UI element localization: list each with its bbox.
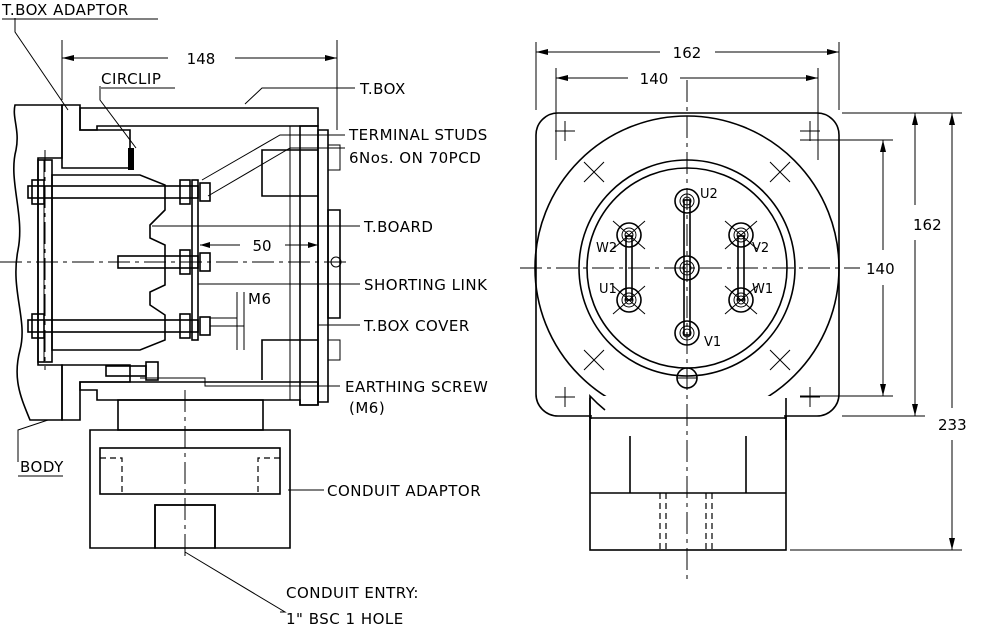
- dim-link-spacing: 50: [252, 237, 271, 255]
- tbox-wall-right: [299, 125, 319, 406]
- terminal-v1: [674, 320, 700, 346]
- label-conduit-entry-detail: 1" BSC 1 HOLE: [286, 610, 404, 628]
- terminal-label-u1: U1: [599, 282, 617, 297]
- dim-front-outer-height: 162: [913, 216, 942, 234]
- terminal-board-section: [51, 174, 166, 351]
- label-body: BODY: [20, 458, 64, 476]
- dim-front-inner-height: 140: [866, 260, 895, 278]
- terminal-stud-bottom: [27, 313, 211, 339]
- label-tbox: T.BOX: [359, 80, 406, 98]
- dim-front-outer-width: 162: [673, 44, 702, 62]
- label-tboard: T.BOARD: [363, 218, 433, 236]
- earthing-screw: [105, 361, 159, 381]
- terminal-label-v1: V1: [704, 335, 721, 350]
- dim-front-inner-width: 140: [640, 70, 669, 88]
- tbox-cover-section: [317, 129, 329, 403]
- label-circlip: CIRCLIP: [101, 70, 161, 88]
- label-earthing-screw-size: (M6): [349, 399, 385, 417]
- side-section-view: 148 50 M6 T.BOX ADAPTOR CIRCLIP T.BOX TE…: [0, 1, 488, 628]
- terminal-stud-top: [27, 179, 211, 205]
- shorting-link: [191, 179, 199, 341]
- terminal-label-w1: W1: [752, 282, 773, 297]
- terminal-w2: [612, 220, 646, 250]
- motor-body-section: [13, 104, 63, 421]
- terminal-label-u2: U2: [700, 187, 718, 202]
- dim-side-width: 148: [187, 50, 216, 68]
- tbox-adaptor-section: [61, 104, 131, 169]
- label-tbox-adaptor: T.BOX ADAPTOR: [1, 1, 129, 19]
- front-conduit-adaptor: [589, 417, 787, 551]
- circlip: [128, 148, 134, 170]
- label-terminal-studs-detail: 6Nos. ON 70PCD: [349, 149, 481, 167]
- terminal-u1: [612, 285, 646, 315]
- terminal-u2: [674, 188, 700, 214]
- label-m6: M6: [248, 290, 272, 308]
- dim-total-height: 233: [938, 416, 967, 434]
- tbox-wall-bottom: [79, 381, 319, 406]
- label-terminal-studs: TERMINAL STUDS: [348, 126, 488, 144]
- label-tbox-cover: T.BOX COVER: [363, 317, 470, 335]
- label-shorting-link: SHORTING LINK: [364, 276, 488, 294]
- label-conduit-adaptor: CONDUIT ADAPTOR: [327, 482, 481, 500]
- label-earthing-screw: EARTHING SCREW: [345, 378, 488, 396]
- label-conduit-entry: CONDUIT ENTRY:: [286, 584, 419, 602]
- terminal-label-w2: W2: [596, 241, 617, 256]
- terminal-center: [674, 255, 700, 281]
- tbox-wall-top: [79, 107, 319, 131]
- terminal-label-v2: V2: [752, 241, 769, 256]
- terminal-w1: [724, 285, 758, 315]
- terminal-v2: [724, 220, 758, 250]
- front-view: U2 W2 V2 U1 W1 V1 162 140 162: [520, 42, 967, 580]
